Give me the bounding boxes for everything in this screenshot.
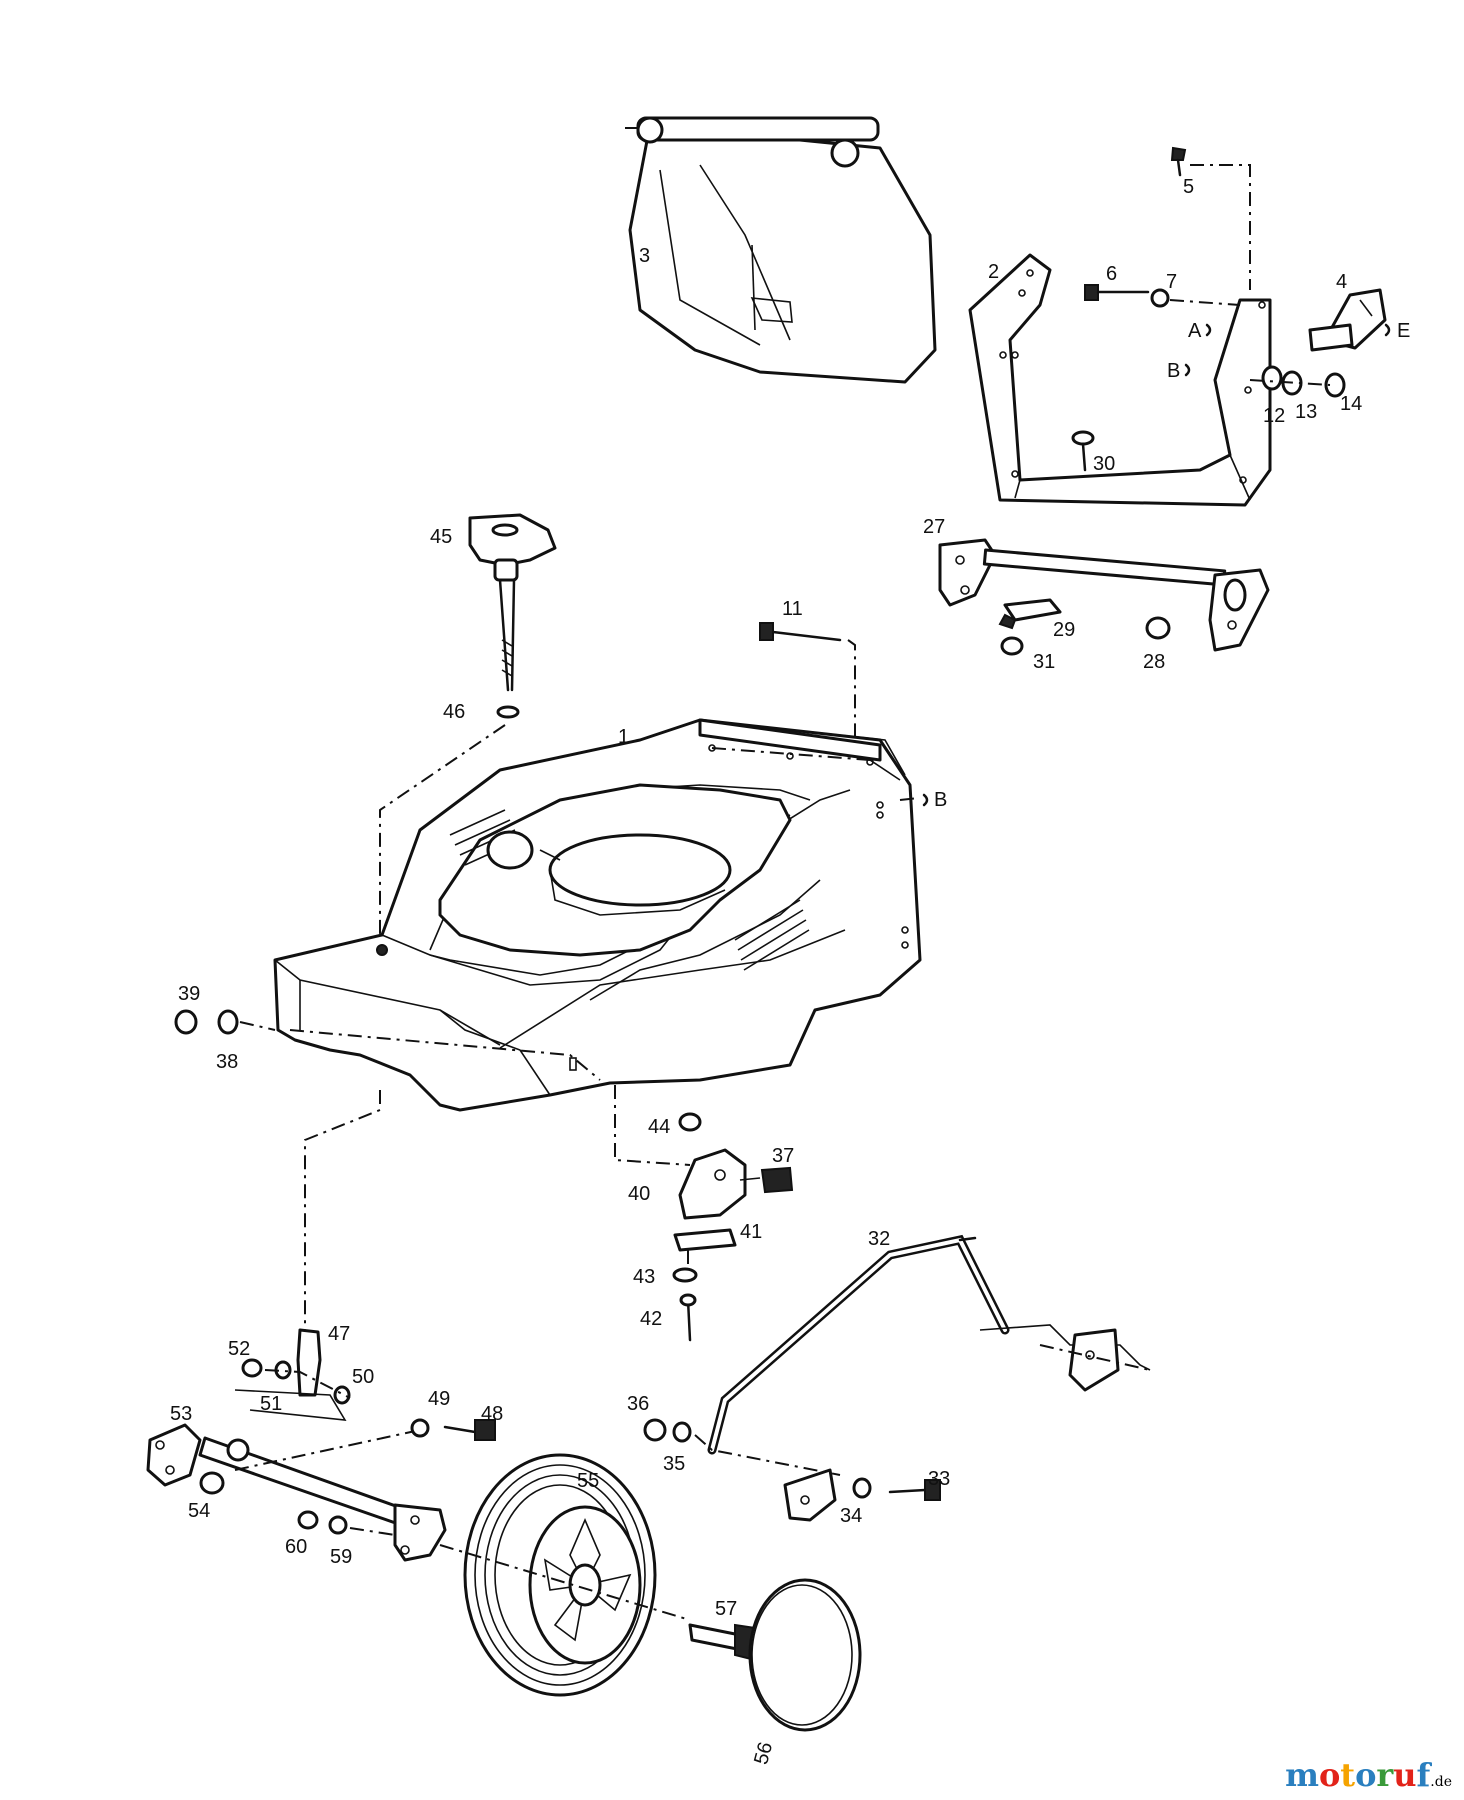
label-part-51: 51	[260, 1393, 282, 1415]
marker-B-deck: B	[934, 789, 947, 811]
part-30-screw	[1071, 430, 1095, 472]
label-part-37: 37	[772, 1145, 794, 1167]
label-part-53: 53	[170, 1403, 192, 1425]
part-46-washer	[496, 705, 520, 719]
watermark-text: motoruf	[1285, 1756, 1430, 1794]
part-45-knob	[468, 513, 557, 692]
label-part-55: 55	[577, 1470, 599, 1492]
watermark-suffix: .de	[1430, 1774, 1452, 1790]
label-part-42: 42	[640, 1308, 662, 1330]
part-4-lever	[1308, 288, 1387, 352]
watermark-letter: m	[1285, 1756, 1319, 1794]
label-part-4: 4	[1336, 271, 1347, 293]
label-part-6: 6	[1106, 263, 1117, 285]
parts-37-44	[614, 1085, 794, 1342]
label-part-13: 13	[1295, 401, 1317, 423]
watermark-letter: o	[1355, 1756, 1377, 1794]
label-part-7: 7	[1166, 271, 1177, 293]
part-3-deflector	[625, 116, 937, 384]
watermark-letter: f	[1416, 1756, 1431, 1794]
label-part-48: 48	[481, 1403, 503, 1425]
label-part-41: 41	[740, 1221, 762, 1243]
label-part-30: 30	[1093, 453, 1115, 475]
label-part-56: 56	[750, 1740, 777, 1767]
parts-6-7	[1084, 284, 1241, 308]
parts-33-36	[643, 1418, 941, 1522]
marker-E-hook	[1384, 323, 1391, 337]
label-part-27: 27	[923, 516, 945, 538]
label-part-5: 5	[1183, 176, 1194, 198]
label-part-3: 3	[639, 245, 650, 267]
marker-A: A	[1188, 320, 1202, 342]
label-part-38: 38	[216, 1051, 238, 1073]
label-part-34: 34	[840, 1505, 862, 1527]
part-1-deck	[273, 718, 922, 1112]
label-part-43: 43	[633, 1266, 655, 1288]
marker-A-hook	[1205, 323, 1212, 337]
label-part-45: 45	[430, 526, 452, 548]
marker-B-bracket-hook	[1184, 363, 1191, 377]
label-part-54: 54	[188, 1500, 210, 1522]
label-part-1: 1	[618, 726, 629, 748]
label-part-29: 29	[1053, 619, 1075, 641]
label-part-59: 59	[330, 1546, 352, 1568]
parts-28-29-31	[998, 598, 1171, 656]
part-32-handle	[707, 1234, 1151, 1455]
part-labels: 1 2 3 4 5 6 7 11 12 13 14 27 28 29 30 31…	[170, 176, 1362, 1767]
part-57-screw	[688, 1623, 756, 1662]
watermark-letter: r	[1376, 1756, 1394, 1794]
watermark-letter: t	[1340, 1756, 1356, 1794]
label-part-32: 32	[868, 1228, 890, 1250]
label-part-52: 52	[228, 1338, 250, 1360]
label-part-49: 49	[428, 1388, 450, 1410]
part-56-hubcap	[748, 1578, 862, 1732]
label-part-12: 12	[1263, 405, 1285, 427]
leader-B	[899, 797, 919, 801]
marker-B-bracket: B	[1167, 360, 1180, 382]
label-part-60: 60	[285, 1536, 307, 1558]
leader-46	[379, 724, 506, 935]
motoruf-watermark-logo: motoruf.de	[1285, 1756, 1452, 1794]
label-part-28: 28	[1143, 651, 1165, 673]
watermark-letter: u	[1393, 1756, 1417, 1794]
marker-E: E	[1397, 320, 1410, 342]
label-part-36: 36	[627, 1393, 649, 1415]
label-part-35: 35	[663, 1453, 685, 1475]
part-2-bracket	[968, 253, 1272, 507]
parts-47-60	[146, 1328, 496, 1562]
label-part-44: 44	[648, 1116, 670, 1138]
label-part-46: 46	[443, 701, 465, 723]
parts-38-39	[174, 1009, 276, 1035]
part-55-wheel	[439, 1453, 691, 1697]
watermark-letter: o	[1318, 1756, 1341, 1794]
label-part-11: 11	[782, 598, 803, 620]
label-part-2: 2	[988, 261, 999, 283]
label-part-40: 40	[628, 1183, 650, 1205]
label-part-33: 33	[928, 1468, 950, 1490]
label-part-39: 39	[178, 983, 200, 1005]
label-part-50: 50	[352, 1366, 374, 1388]
part-27-axle	[938, 538, 1270, 652]
label-part-47: 47	[328, 1323, 350, 1345]
label-part-31: 31	[1033, 651, 1055, 673]
parts-12-13-14	[1249, 365, 1346, 398]
label-part-14: 14	[1340, 393, 1362, 415]
label-part-57: 57	[715, 1598, 737, 1620]
leader-47	[304, 1090, 381, 1330]
part-5-bolt	[1170, 146, 1251, 290]
marker-B-deck-hook	[922, 793, 929, 807]
